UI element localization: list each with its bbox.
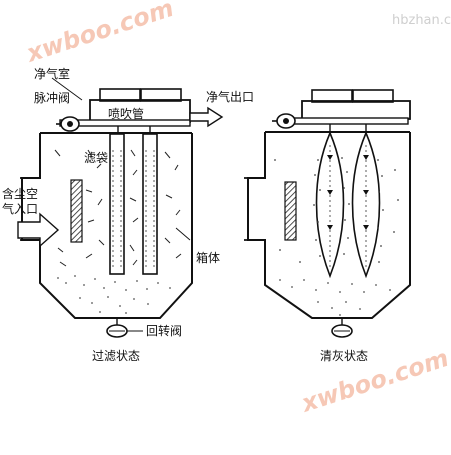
label-blow-pipe: 喷吹管 [108,106,144,121]
baffle-plate [70,179,83,243]
inflated-bag-2 [351,130,381,279]
label-housing: 箱体 [196,250,220,265]
falling-dust [274,157,399,263]
label-rotary-valve: 回转阀 [146,323,182,338]
clean-air-chamber-right [301,100,411,120]
clean-gas-outlet-arrow-icon [189,106,224,128]
hopper-dust [57,275,171,314]
watermark-site: hbzhan.com [392,13,451,28]
inlet-arrow-icon [17,212,60,248]
caption-filtering-state: 过滤状态 [92,349,140,363]
cleaning-state-diagram: 清灰状态 [244,89,411,363]
dust-flow-marks [54,149,182,267]
label-dusty-gas-inlet-line1: 含尘空 [2,186,38,201]
hopper-dust-right [279,279,391,316]
label-pulse-valve: 脉冲阀 [34,90,70,105]
label-dusty-gas-inlet-line2: 气入口 [2,201,38,216]
blow-pipe [59,119,191,127]
filter-bag-2 [142,133,158,275]
label-clean-gas-outlet: 净气出口 [206,89,254,104]
chamber-block-left [99,88,141,102]
caption-cleaning-state: 清灰状态 [320,349,368,363]
filter-bag-1 [109,133,125,275]
filtering-state-diagram: 净气室 脉冲阀 喷吹管 净气出口 滤袋 含尘空 气入口 箱体 回转阀 过滤状态 [2,66,254,363]
inflated-bag-1 [315,130,345,279]
label-filter-bag: 滤袋 [84,151,108,165]
label-clean-air-chamber: 净气室 [34,66,70,81]
blow-pipe-right [279,117,409,125]
pulse-air-arrows [327,155,369,230]
chamber-block-right [140,88,182,102]
baffle-plate-right [284,181,297,241]
watermark-brand-top: xwboo.com [22,0,177,68]
